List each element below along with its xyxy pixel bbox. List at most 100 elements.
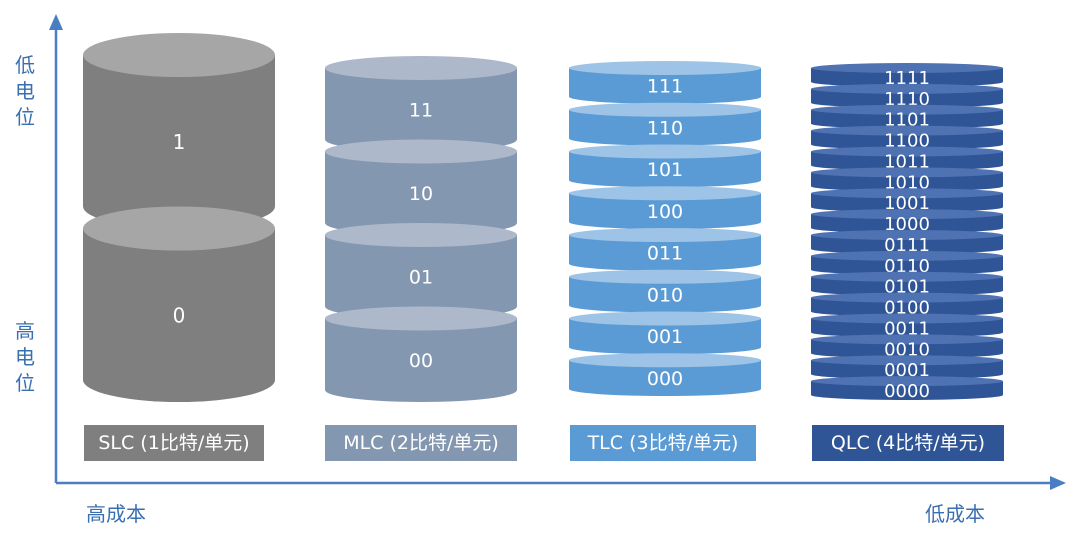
qlc-level-0111: 0111 bbox=[811, 230, 1003, 256]
qlc-cylinder-body bbox=[811, 318, 1003, 338]
tlc-cylinder-body bbox=[569, 360, 761, 396]
tlc-cylinder-body bbox=[569, 235, 761, 271]
qlc-cylinder-top bbox=[811, 292, 1003, 303]
mlc-cylinder-body bbox=[325, 151, 517, 235]
qlc-level-0100: 0100 bbox=[811, 292, 1003, 319]
qlc-label: QLC (4比特/单元) bbox=[812, 425, 1004, 461]
qlc-level-text: 0110 bbox=[884, 256, 930, 277]
qlc-level-1001: 1001 bbox=[811, 188, 1003, 214]
qlc-cylinder-body bbox=[811, 214, 1003, 233]
tlc-cylinder-body bbox=[569, 193, 761, 229]
slc-level-text: 1 bbox=[173, 130, 186, 154]
tlc-level-text: 100 bbox=[647, 201, 683, 223]
tlc-level-101: 101 bbox=[569, 144, 761, 188]
qlc-level-1101: 1101 bbox=[811, 104, 1003, 131]
qlc-level-text: 1111 bbox=[884, 68, 930, 89]
mlc-level-text: 10 bbox=[409, 183, 433, 205]
tlc-level-text: 101 bbox=[647, 159, 683, 181]
qlc-cylinder-body bbox=[811, 193, 1003, 213]
mlc-level-text: 01 bbox=[409, 267, 433, 289]
qlc-cylinder-body bbox=[811, 68, 1003, 87]
qlc-cylinder-top bbox=[811, 250, 1003, 261]
tlc-level-110: 110 bbox=[569, 102, 761, 146]
mlc-cylinder-body bbox=[325, 318, 517, 402]
tlc-cylinder-body bbox=[569, 68, 761, 104]
mlc-label: MLC (2比特/单元) bbox=[325, 425, 517, 461]
qlc-level-text: 1011 bbox=[884, 151, 930, 172]
tlc-level-text: 110 bbox=[647, 117, 683, 139]
slc-level-0: 0 bbox=[83, 206, 275, 402]
slc-cylinder-body bbox=[83, 55, 275, 229]
tlc-cylinder-top bbox=[569, 269, 761, 284]
slc-level-1: 1 bbox=[83, 33, 275, 229]
tlc-cylinder-top bbox=[569, 61, 761, 75]
qlc-level-text: 0011 bbox=[884, 318, 930, 339]
mlc-level-text: 00 bbox=[409, 350, 433, 372]
tlc-level-001: 001 bbox=[569, 311, 761, 355]
tlc-cylinder-top bbox=[569, 186, 761, 201]
qlc-cylinder-top bbox=[811, 209, 1003, 220]
qlc-cylinder-top bbox=[811, 63, 1003, 73]
tlc-cylinder-top bbox=[569, 102, 761, 117]
qlc-level-0110: 0110 bbox=[811, 250, 1003, 277]
slc-cylinder-top bbox=[83, 206, 275, 251]
tlc-cylinder-top bbox=[569, 353, 761, 368]
qlc-cylinder-body bbox=[811, 130, 1003, 150]
qlc-level-1010: 1010 bbox=[811, 167, 1003, 193]
qlc-cylinder-top bbox=[811, 376, 1003, 387]
qlc-cylinder-body bbox=[811, 360, 1003, 380]
qlc-level-0001: 0001 bbox=[811, 355, 1003, 381]
qlc-level-text: 0111 bbox=[884, 235, 930, 256]
qlc-level-0000: 0000 bbox=[811, 376, 1003, 402]
mlc-cylinder-top bbox=[325, 56, 517, 80]
qlc-level-1111: 1111 bbox=[811, 63, 1003, 89]
slc-label: SLC (1比特/单元) bbox=[84, 425, 264, 461]
qlc-cylinder-top bbox=[811, 230, 1003, 240]
y-axis-arrow-icon bbox=[49, 14, 63, 30]
qlc-cylinder-top bbox=[811, 313, 1003, 324]
mlc-cylinder-top bbox=[325, 139, 517, 164]
qlc-level-0101: 0101 bbox=[811, 271, 1003, 298]
qlc-level-1100: 1100 bbox=[811, 125, 1003, 152]
y-axis-bottom-label: 高电位 bbox=[14, 318, 36, 396]
tlc-cylinder-body bbox=[569, 109, 761, 146]
qlc-level-text: 1110 bbox=[884, 89, 930, 110]
columns-layer: 1011100100111110101100011010001000111111… bbox=[83, 33, 1003, 402]
qlc-cylinder-top bbox=[811, 334, 1003, 345]
mlc-level-text: 11 bbox=[409, 100, 433, 122]
qlc-level-text: 1010 bbox=[884, 172, 930, 193]
qlc-cylinder-body bbox=[811, 172, 1003, 192]
mlc-cylinder-top bbox=[325, 223, 517, 247]
y-axis-top-text: 低电位 bbox=[15, 53, 35, 129]
qlc-level-text: 1100 bbox=[884, 131, 930, 152]
mlc-cylinder-top bbox=[325, 306, 517, 331]
qlc-cylinder-body bbox=[811, 276, 1003, 296]
tlc-level-100: 100 bbox=[569, 186, 761, 229]
tlc-level-text: 011 bbox=[647, 243, 683, 265]
qlc-cylinder-top bbox=[811, 104, 1003, 115]
slc-cylinder-body bbox=[83, 228, 275, 402]
slc-stack: 10 bbox=[83, 33, 275, 402]
qlc-cylinder-body bbox=[811, 381, 1003, 400]
qlc-level-text: 0100 bbox=[884, 298, 930, 319]
qlc-cylinder-top bbox=[811, 83, 1003, 94]
mlc-level-10: 10 bbox=[325, 139, 517, 235]
qlc-level-text: 1000 bbox=[884, 214, 930, 235]
tlc-level-text: 001 bbox=[647, 326, 683, 348]
qlc-level-text: 1001 bbox=[884, 193, 930, 214]
tlc-level-text: 111 bbox=[647, 76, 683, 98]
qlc-cylinder-body bbox=[811, 255, 1003, 275]
tlc-label: TLC (3比特/单元) bbox=[570, 425, 756, 461]
qlc-cylinder-top bbox=[811, 167, 1003, 178]
qlc-level-text: 0001 bbox=[884, 360, 930, 381]
tlc-cylinder-top bbox=[569, 144, 761, 159]
mlc-stack: 11 10 01 00 bbox=[325, 56, 517, 402]
tlc-cylinder-top bbox=[569, 311, 761, 326]
x-axis-right-label: 低成本 bbox=[925, 502, 985, 526]
qlc-level-0010: 0010 bbox=[811, 334, 1003, 360]
qlc-cylinder-body bbox=[811, 297, 1003, 317]
qlc-level-text: 0101 bbox=[884, 277, 930, 298]
tlc-level-text: 000 bbox=[647, 368, 683, 390]
tlc-cylinder-top bbox=[569, 228, 761, 242]
